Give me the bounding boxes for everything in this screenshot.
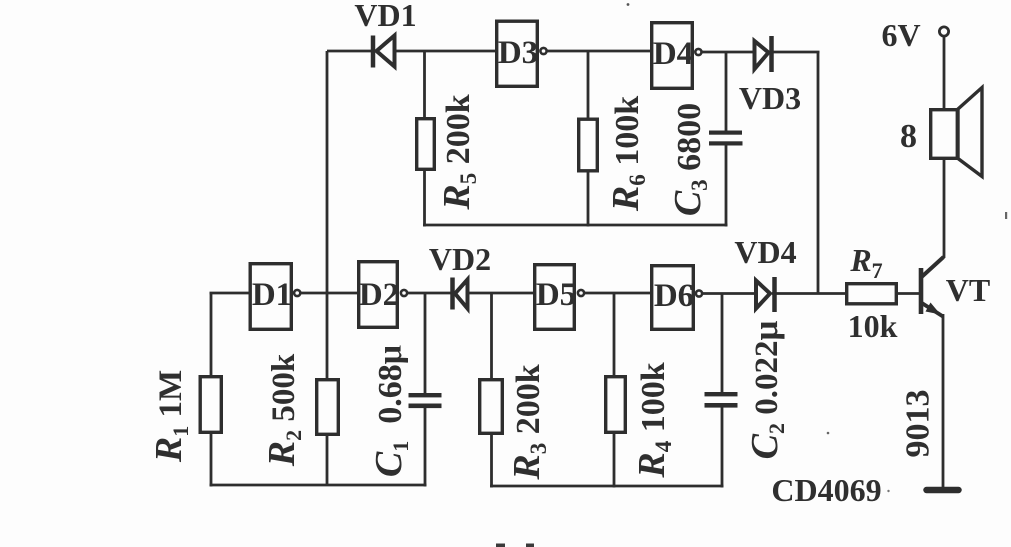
svg-text:6V: 6V [881, 17, 920, 53]
svg-text:C2 0.022μ: C2 0.022μ [744, 320, 789, 459]
svg-text:VD1: VD1 [354, 0, 416, 33]
svg-text:D4: D4 [653, 36, 693, 72]
svg-text:R1 1M: R1 1M [148, 370, 193, 463]
svg-text:VD2: VD2 [429, 241, 491, 277]
svg-text:D2: D2 [359, 277, 399, 313]
svg-text:R7: R7 [849, 242, 882, 283]
svg-text:9013: 9013 [900, 390, 937, 458]
svg-text:VT: VT [946, 272, 990, 308]
svg-text:C3 6800: C3 6800 [667, 103, 712, 216]
svg-text:CD4069: CD4069 [771, 472, 881, 508]
svg-text:10k: 10k [848, 308, 898, 344]
svg-text:D1: D1 [252, 277, 292, 313]
svg-text:VD4: VD4 [734, 234, 796, 270]
svg-text:8: 8 [900, 118, 917, 155]
svg-text:R4 100k: R4 100k [631, 362, 676, 478]
svg-text:D5: D5 [536, 277, 576, 313]
svg-text:R5 200k: R5 200k [436, 94, 481, 210]
svg-text:R2 500k: R2 500k [261, 353, 306, 467]
svg-text:R6 100k: R6 100k [605, 96, 650, 212]
svg-text:R3 200k: R3 200k [506, 364, 551, 480]
svg-text:D3: D3 [498, 35, 538, 71]
svg-text:C1 0.68μ: C1 0.68μ [368, 345, 413, 477]
svg-text:VD3: VD3 [739, 80, 801, 116]
svg-text:D6: D6 [654, 278, 694, 314]
